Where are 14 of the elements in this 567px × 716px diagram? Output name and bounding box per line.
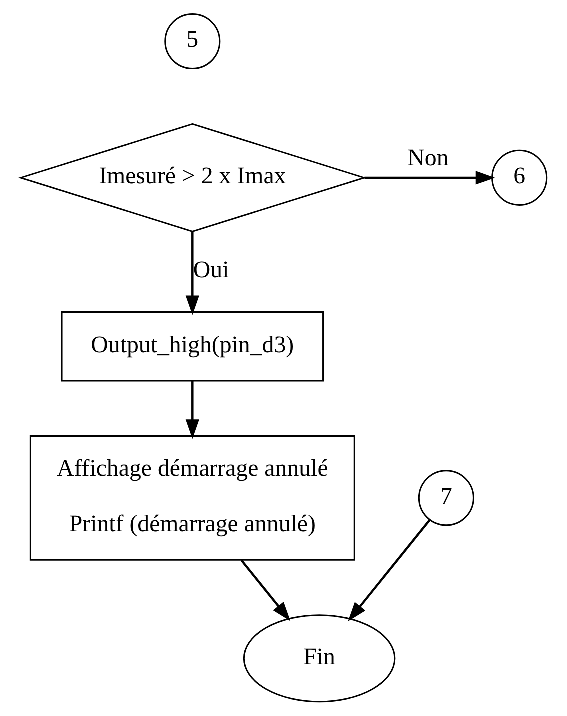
edge-label: Oui bbox=[192, 258, 229, 284]
node-circle: 5 bbox=[164, 14, 220, 70]
node-circle: 6 bbox=[491, 150, 548, 206]
node-circle: 7 bbox=[418, 470, 474, 526]
arrow bbox=[185, 381, 199, 440]
arrow bbox=[185, 232, 199, 316]
edge-label: Non bbox=[407, 146, 448, 172]
node-box: Output_high(pin_d3) bbox=[60, 312, 324, 382]
arrow bbox=[364, 171, 495, 185]
arrow bbox=[348, 520, 430, 622]
node-box: Affichage démarrage annulé Printf (démarrage annulé) bbox=[29, 435, 355, 561]
arrow bbox=[240, 560, 290, 622]
node-diamond: Imesuré > 2 x Imax bbox=[18, 123, 366, 232]
node-ellipse: Fin bbox=[242, 614, 396, 703]
